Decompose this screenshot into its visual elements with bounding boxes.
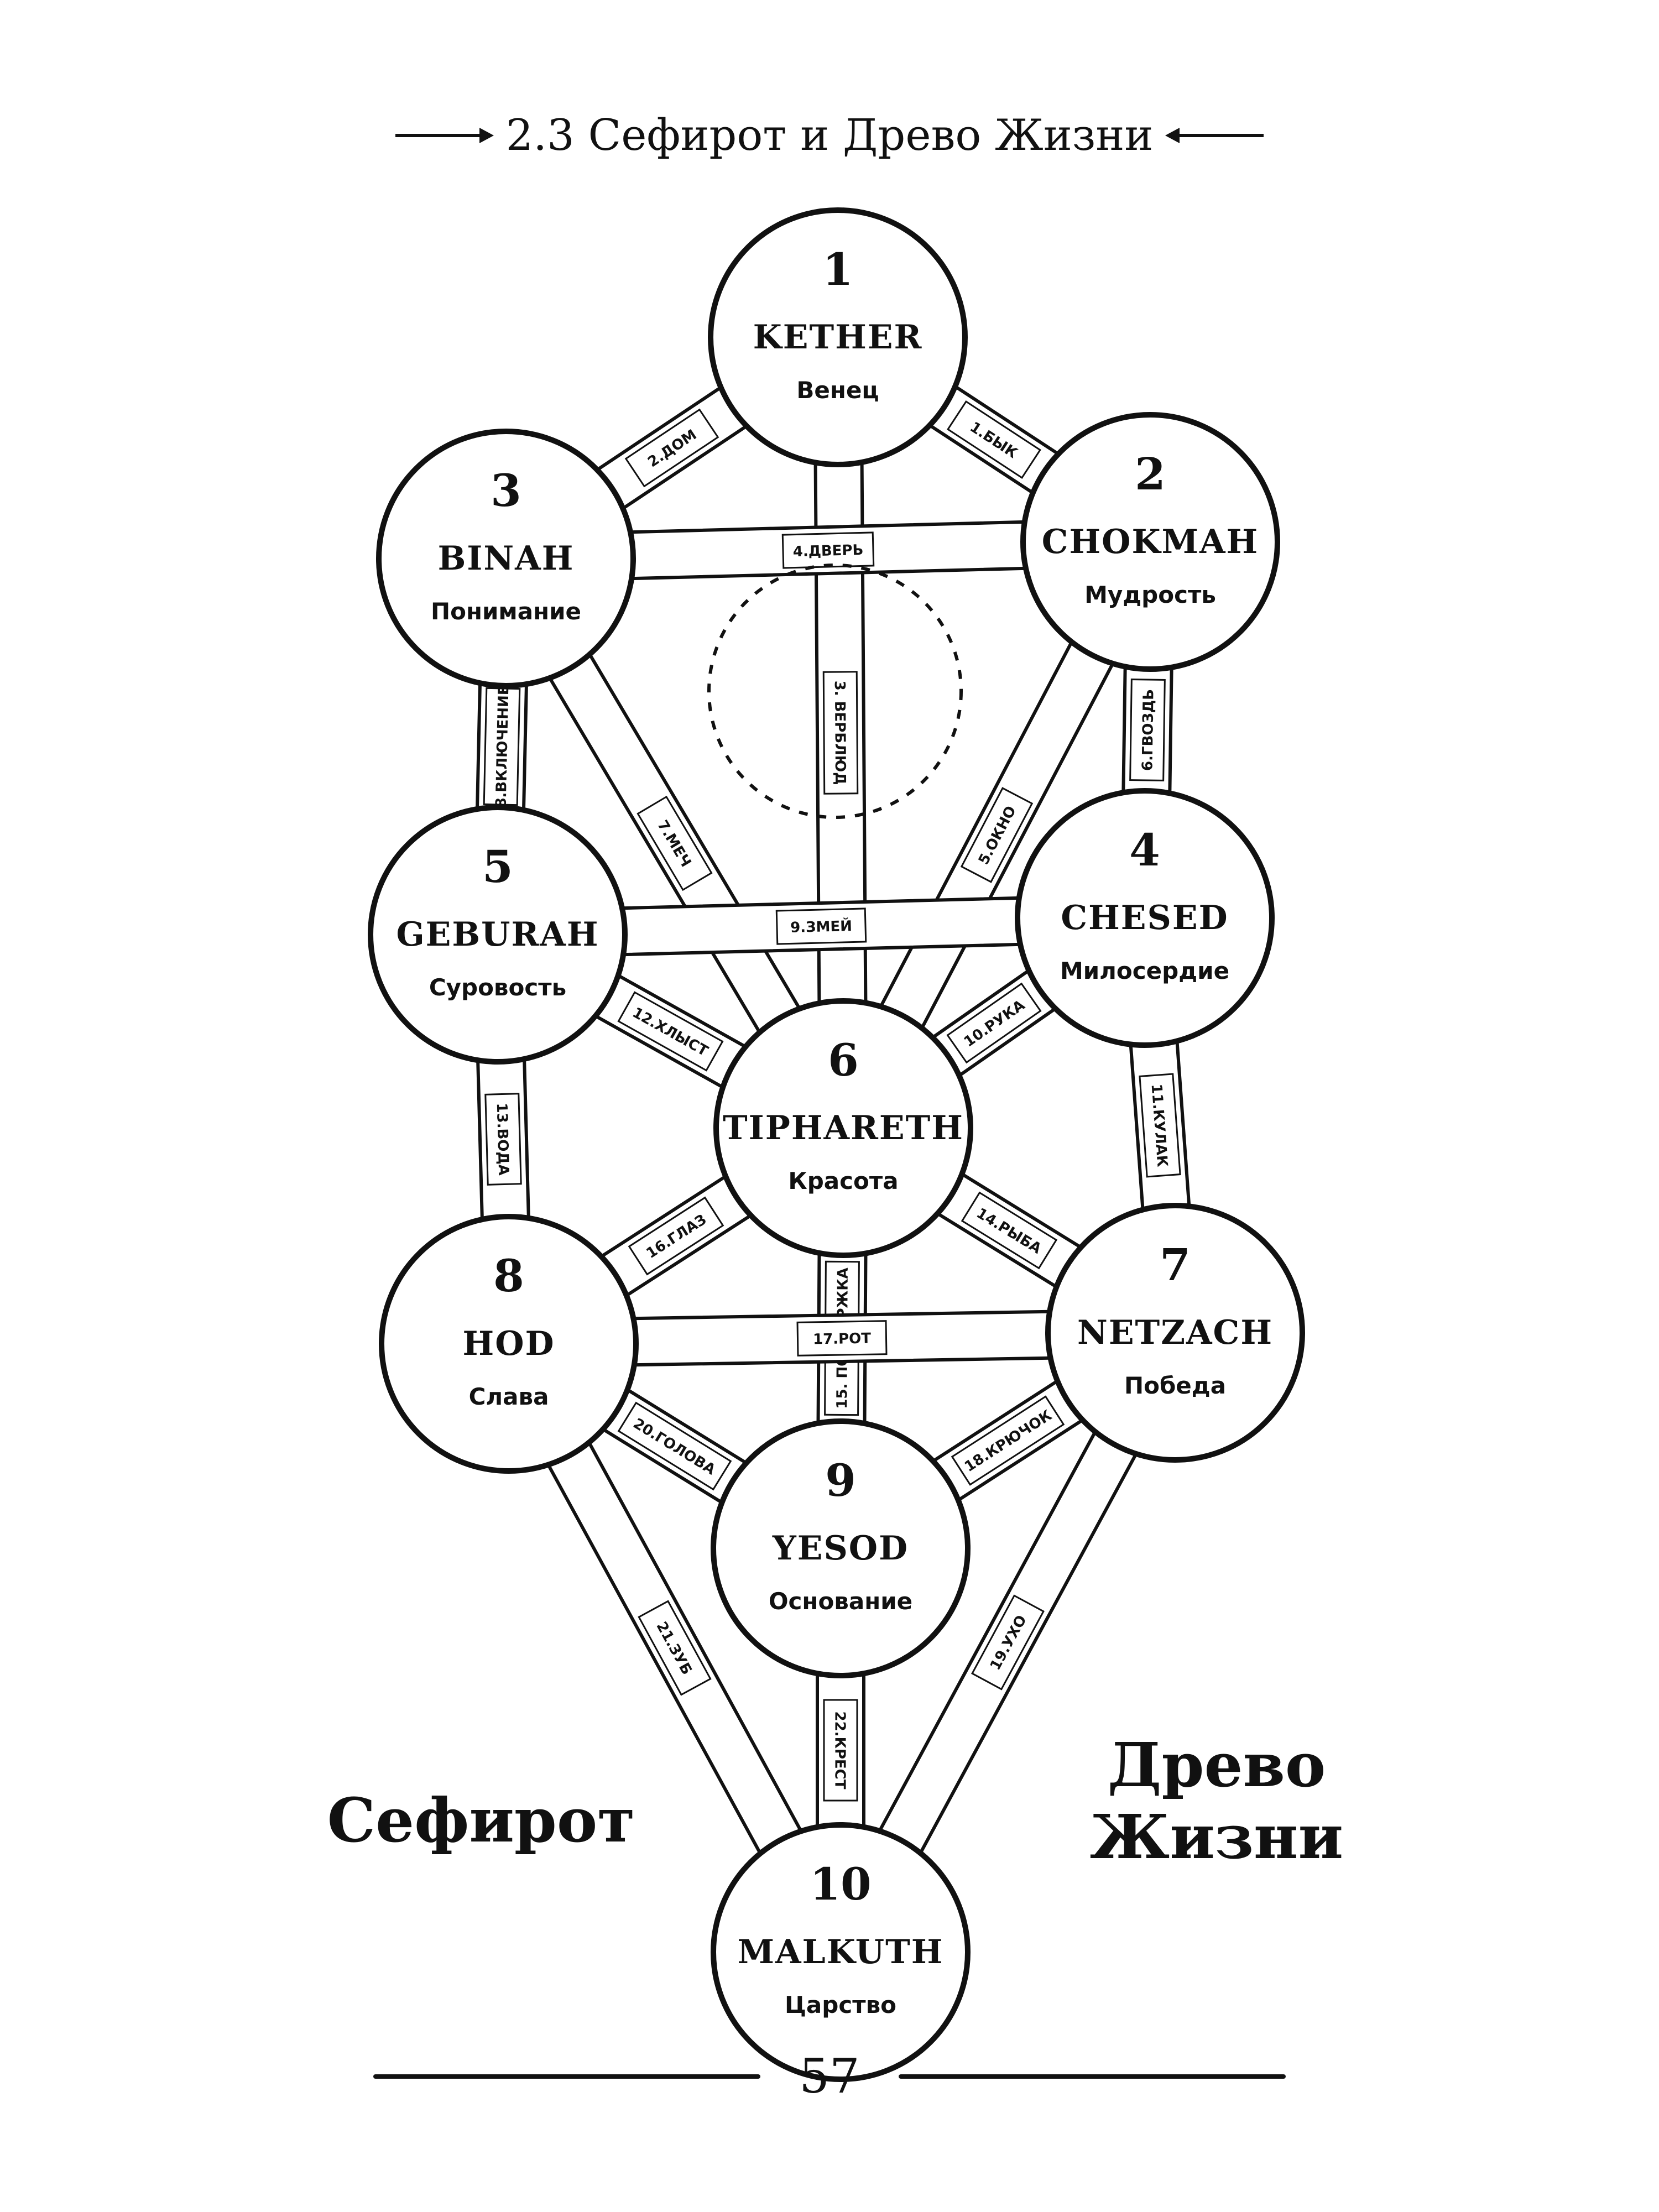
- sephirah-circle: [711, 1822, 971, 2082]
- footer-rule-right: [898, 2074, 1286, 2079]
- sephirah-number: 1: [822, 243, 853, 295]
- path-label-box: [823, 1699, 858, 1802]
- footer-rule-left: [373, 2074, 761, 2079]
- sephirah-meaning: Милосердие: [1060, 957, 1229, 984]
- sephirah-meaning: Понимание: [431, 598, 581, 625]
- sephirah-number: 9: [825, 1454, 856, 1506]
- sephirah-number: 8: [493, 1250, 524, 1302]
- path-label-box: [628, 1196, 724, 1276]
- sephirah-name: TIPHARETH: [723, 1109, 964, 1147]
- caption-of-life: Жизни: [1090, 1801, 1343, 1872]
- sephirah-meaning: Красота: [788, 1167, 898, 1194]
- page-header: 2.3 Сефирот и Древо Жизни: [0, 111, 1659, 160]
- sephirah-circle: [713, 998, 973, 1258]
- sephirah-name: KETHER: [753, 318, 923, 357]
- sephirah-name: NETZACH: [1077, 1313, 1273, 1352]
- path-label-box: [796, 1320, 888, 1357]
- path-label: 9.ЗМЕЙ: [790, 917, 853, 936]
- path-label: 6.ГВОЗДЬ: [1139, 689, 1157, 771]
- sephirah-circle: [1015, 788, 1275, 1048]
- sephirah-meaning: Победа: [1124, 1372, 1226, 1399]
- sephirah-number: 5: [482, 841, 513, 893]
- path-p19: 19.УХО: [817, 1319, 1198, 1966]
- sephirah-number: 4: [1129, 824, 1160, 876]
- sephirah-meaning: Слава: [469, 1383, 549, 1410]
- sephirah-circle: [376, 429, 636, 688]
- sephirah-meaning: Мудрость: [1084, 581, 1216, 608]
- path-label: 3. ВЕРБЛЮД: [831, 681, 848, 785]
- path-p17: 17.РОТ: [507, 1307, 1177, 1369]
- sephirah-circle: [368, 805, 628, 1065]
- page-footer: 57: [0, 2049, 1659, 2104]
- sephirah-name: CHESED: [1061, 899, 1228, 937]
- path-label: 17.РОТ: [813, 1331, 872, 1348]
- path-label-box: [617, 1401, 732, 1491]
- sephirah-circle: [708, 207, 968, 467]
- path-label-box: [951, 1395, 1065, 1486]
- path-label-box: [775, 907, 867, 945]
- path-label-box: [483, 687, 521, 806]
- sephirah-meaning: Основание: [769, 1588, 912, 1615]
- sephirah-number: 6: [828, 1034, 859, 1086]
- path-label-box: [624, 408, 719, 488]
- chapter-title: 2.3 Сефирот и Древо Жизни: [505, 111, 1154, 160]
- daath-hidden-circle: [707, 564, 963, 819]
- path-label-box: [822, 671, 859, 795]
- path-label-box: [961, 1191, 1058, 1270]
- header-rule-left: [395, 128, 494, 143]
- sephirah-meaning: Царство: [785, 1991, 896, 2018]
- sephirah-number: 10: [810, 1858, 871, 1910]
- sephirah-name: GEBURAH: [396, 915, 599, 954]
- path-label: 13.ВОДА: [493, 1103, 512, 1176]
- sephirah-number: 2: [1135, 448, 1166, 500]
- path-p4: 4.ДВЕРЬ: [503, 517, 1153, 584]
- path-label-box: [946, 982, 1042, 1064]
- path-label-box: [1129, 679, 1166, 781]
- caption-sephiroth: Сефирот: [327, 1785, 635, 1856]
- sephirah-circle: [711, 1418, 971, 1678]
- page-number: 57: [799, 2049, 860, 2104]
- sephirah-circle: [379, 1214, 639, 1474]
- path-label-box: [947, 400, 1041, 479]
- sephirah-number: 3: [491, 465, 521, 517]
- path-label-box: [971, 1594, 1045, 1691]
- path-label-box: [637, 795, 713, 891]
- sephirah-name: MALKUTH: [738, 1933, 944, 1971]
- path-label-box: [960, 787, 1034, 883]
- path-label-box: [1139, 1073, 1181, 1178]
- sephirah-name: CHOKMAH: [1042, 523, 1259, 561]
- sephirah-name: BINAH: [438, 539, 575, 578]
- sephirah-circle: [1045, 1203, 1305, 1463]
- path-label: 22.КРЕСТ: [832, 1712, 848, 1790]
- sephirah-meaning: Суровость: [429, 974, 566, 1001]
- sephirah-circle: [1020, 412, 1280, 672]
- path-label-box: [638, 1600, 712, 1696]
- path-label: 8.ВКЛЮЧЕНИЕ: [493, 685, 513, 808]
- path-label: 4.ДВЕРЬ: [792, 542, 863, 560]
- caption-tree: Древо: [1108, 1729, 1326, 1801]
- header-rule-right: [1165, 128, 1264, 143]
- sephirah-number: 7: [1160, 1239, 1191, 1291]
- path-label-box: [617, 991, 724, 1072]
- sephirah-name: HOD: [463, 1324, 555, 1363]
- sephirah-name: YESOD: [772, 1529, 909, 1568]
- sephirah-meaning: Венец: [796, 377, 879, 404]
- path-label-box: [484, 1093, 522, 1186]
